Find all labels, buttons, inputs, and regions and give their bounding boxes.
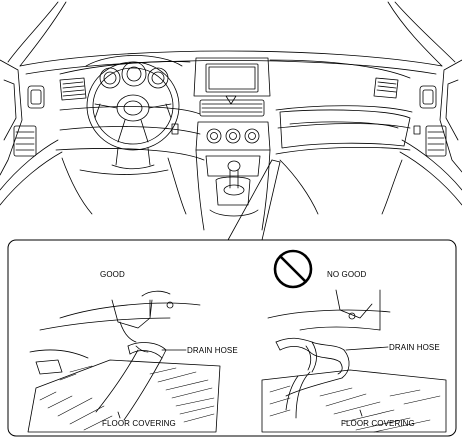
floor-covering-label-left: FLOOR COVERING [102, 419, 176, 428]
good-label: GOOD [100, 270, 125, 279]
good-detail-drawing [28, 291, 220, 432]
car-interior-drawing [0, 2, 462, 240]
prohibited-icon [275, 251, 311, 287]
drain-hose-label-left: DRAIN HOSE [187, 346, 238, 355]
no-good-detail-drawing [262, 251, 446, 432]
drain-hose-label-right: DRAIN HOSE [389, 343, 440, 352]
detail-frame [8, 240, 456, 436]
floor-covering-label-right: FLOOR COVERING [341, 419, 415, 428]
no-good-label: NO GOOD [327, 270, 367, 279]
